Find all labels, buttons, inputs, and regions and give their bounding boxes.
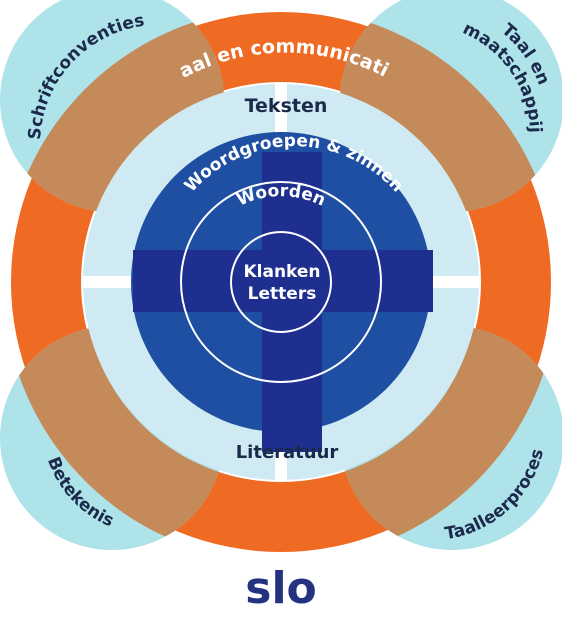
teksten-label: Teksten [245,95,328,117]
slo-logo: slo [245,563,317,614]
woorden-circle [180,181,382,383]
center-label-line1: Klanken [243,262,320,282]
klanken-circle [230,231,332,333]
literatuur-label: Literatuur [236,442,339,463]
center-label-line2: Letters [248,284,317,304]
